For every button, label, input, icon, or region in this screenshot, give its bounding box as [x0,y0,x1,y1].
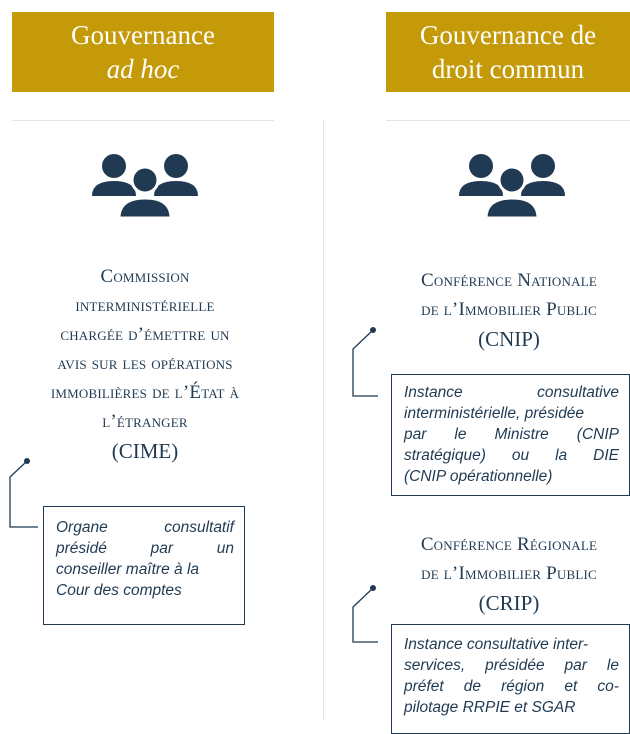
cnip-connector [352,327,378,397]
crip-description-box: Instance consultative inter- services,pr… [391,624,630,734]
crip-desc-line: pilotage RRPIE et SGAR [404,699,576,716]
crip-title-line: de l’Immobilier Public [421,563,597,584]
banner-left-line2: ad hoc [106,54,180,84]
cime-title-line: l’étranger [102,411,188,432]
cime-title-line: interministérielle [75,295,215,316]
cime-acronym: (CIME) [111,439,179,463]
banner-gouvernance-ad-hoc: Gouvernance ad hoc [12,12,274,92]
cime-title-line: avis sur les opérations [57,353,233,374]
crip-title: Conférence Régionale de l’Immobilier Pub… [384,530,630,618]
banner-right-line1: Gouvernance de [419,20,597,50]
cime-title-line: immobilières de l’État à [50,382,240,403]
cime-desc-line: conseiller maître à la [56,561,200,578]
crip-title-line: Conférence Régionale [420,534,598,555]
banner-gouvernance-droit-commun: Gouvernance de droit commun [386,12,630,92]
banner-left-line1: Gouvernance [71,20,215,50]
cime-desc-line: Cour des comptes [56,582,182,599]
cime-title-line: chargée d’émettre un [60,324,230,345]
cnip-desc-line: interministérielle, présidée [404,405,585,422]
cime-connector [9,458,38,528]
cnip-title-line: Conférence Nationale [421,270,597,291]
people-group-icon [92,154,198,220]
cime-title: Commission interministérielle chargée d’… [10,262,280,466]
cnip-acronym: (CNIP) [478,327,540,351]
divider-left [12,120,274,121]
cime-title-line: Commission [100,266,190,287]
crip-acronym: (CRIP) [478,591,540,615]
crip-connector [352,585,378,643]
cnip-title: Conférence Nationale de l’Immobilier Pub… [384,266,630,354]
divider-right [386,120,630,121]
cnip-desc-line: (CNIP opérationnelle) [404,468,553,485]
people-group-icon [459,154,565,220]
column-separator [323,120,324,720]
banner-right-line2: droit commun [431,54,585,84]
cnip-title-line: de l’Immobilier Public [421,299,597,320]
crip-desc-line: Instance consultative inter- [404,636,589,653]
